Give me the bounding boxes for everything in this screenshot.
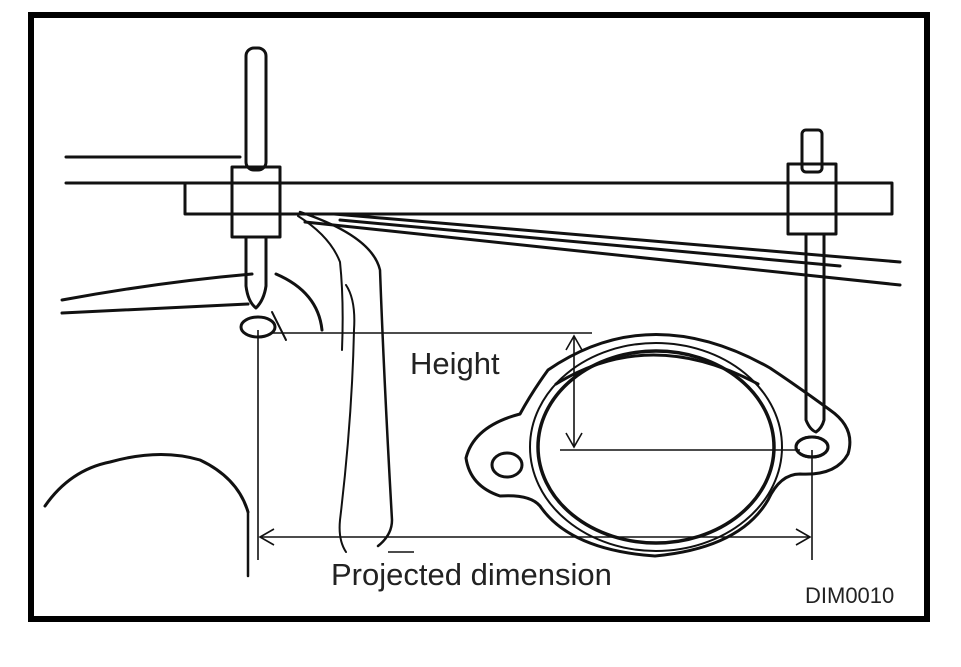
projected-dimension-label: Projected dimension — [331, 557, 612, 592]
height-label: Height — [410, 346, 500, 381]
dimension-lines — [257, 330, 813, 560]
figure-code: DIM0010 — [805, 583, 894, 608]
left-pointer — [230, 46, 287, 341]
exhaust-flange — [464, 333, 852, 558]
gauge-bar — [183, 181, 894, 216]
vehicle-body-lines — [43, 155, 394, 578]
diagram-frame — [28, 12, 930, 622]
